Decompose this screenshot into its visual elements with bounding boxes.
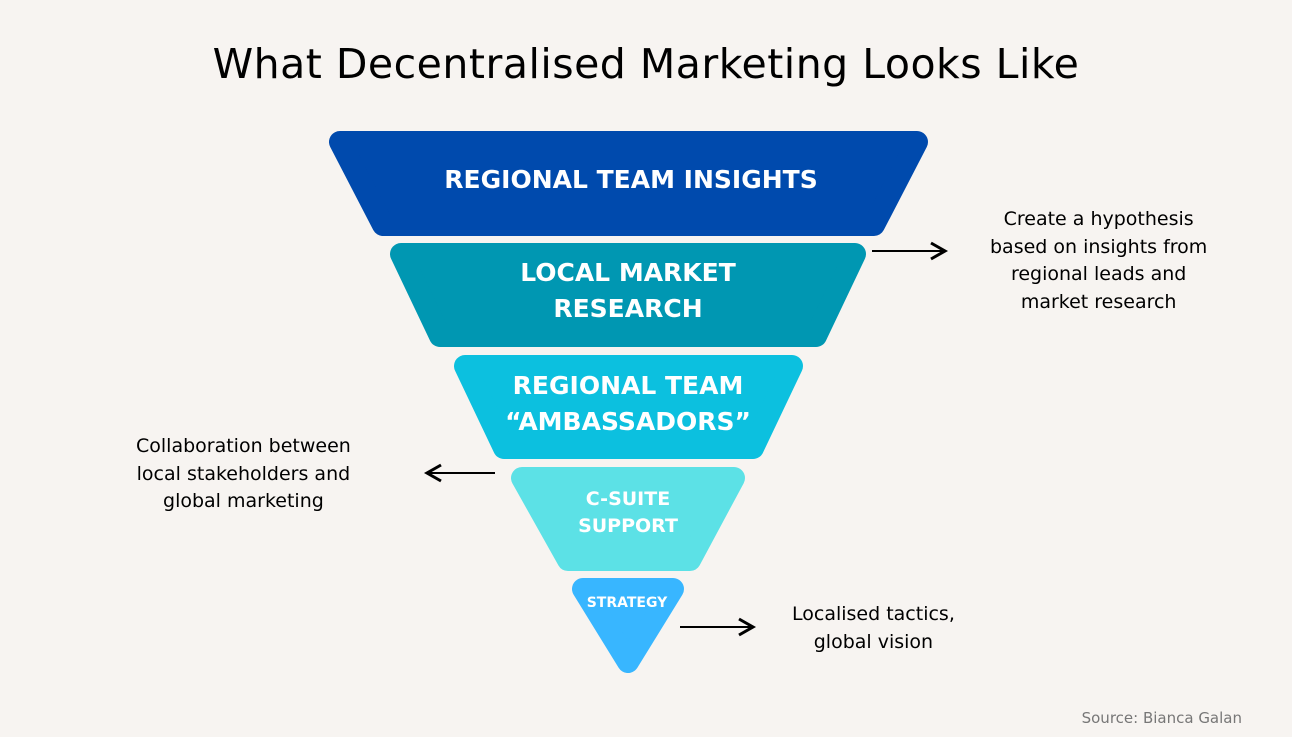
- funnel-label-5: STRATEGY: [586, 595, 668, 611]
- funnel-label-1: REGIONAL TEAM INSIGHTS: [444, 165, 818, 194]
- source-credit: Source: Bianca Galan: [1081, 709, 1242, 727]
- funnel-layer-1: [329, 131, 928, 236]
- funnel-layer-3: [454, 355, 803, 459]
- page-title: What Decentralised Marketing Looks Like: [212, 40, 1080, 88]
- note-tactics: Localised tactics,global vision: [792, 603, 955, 653]
- funnel-label-3: REGIONAL TEAM“AMBASSADORS”: [505, 371, 751, 437]
- funnel-layer-2: [390, 243, 866, 347]
- funnel-layer-4: [511, 467, 745, 571]
- funnel-layer-5: [572, 578, 684, 673]
